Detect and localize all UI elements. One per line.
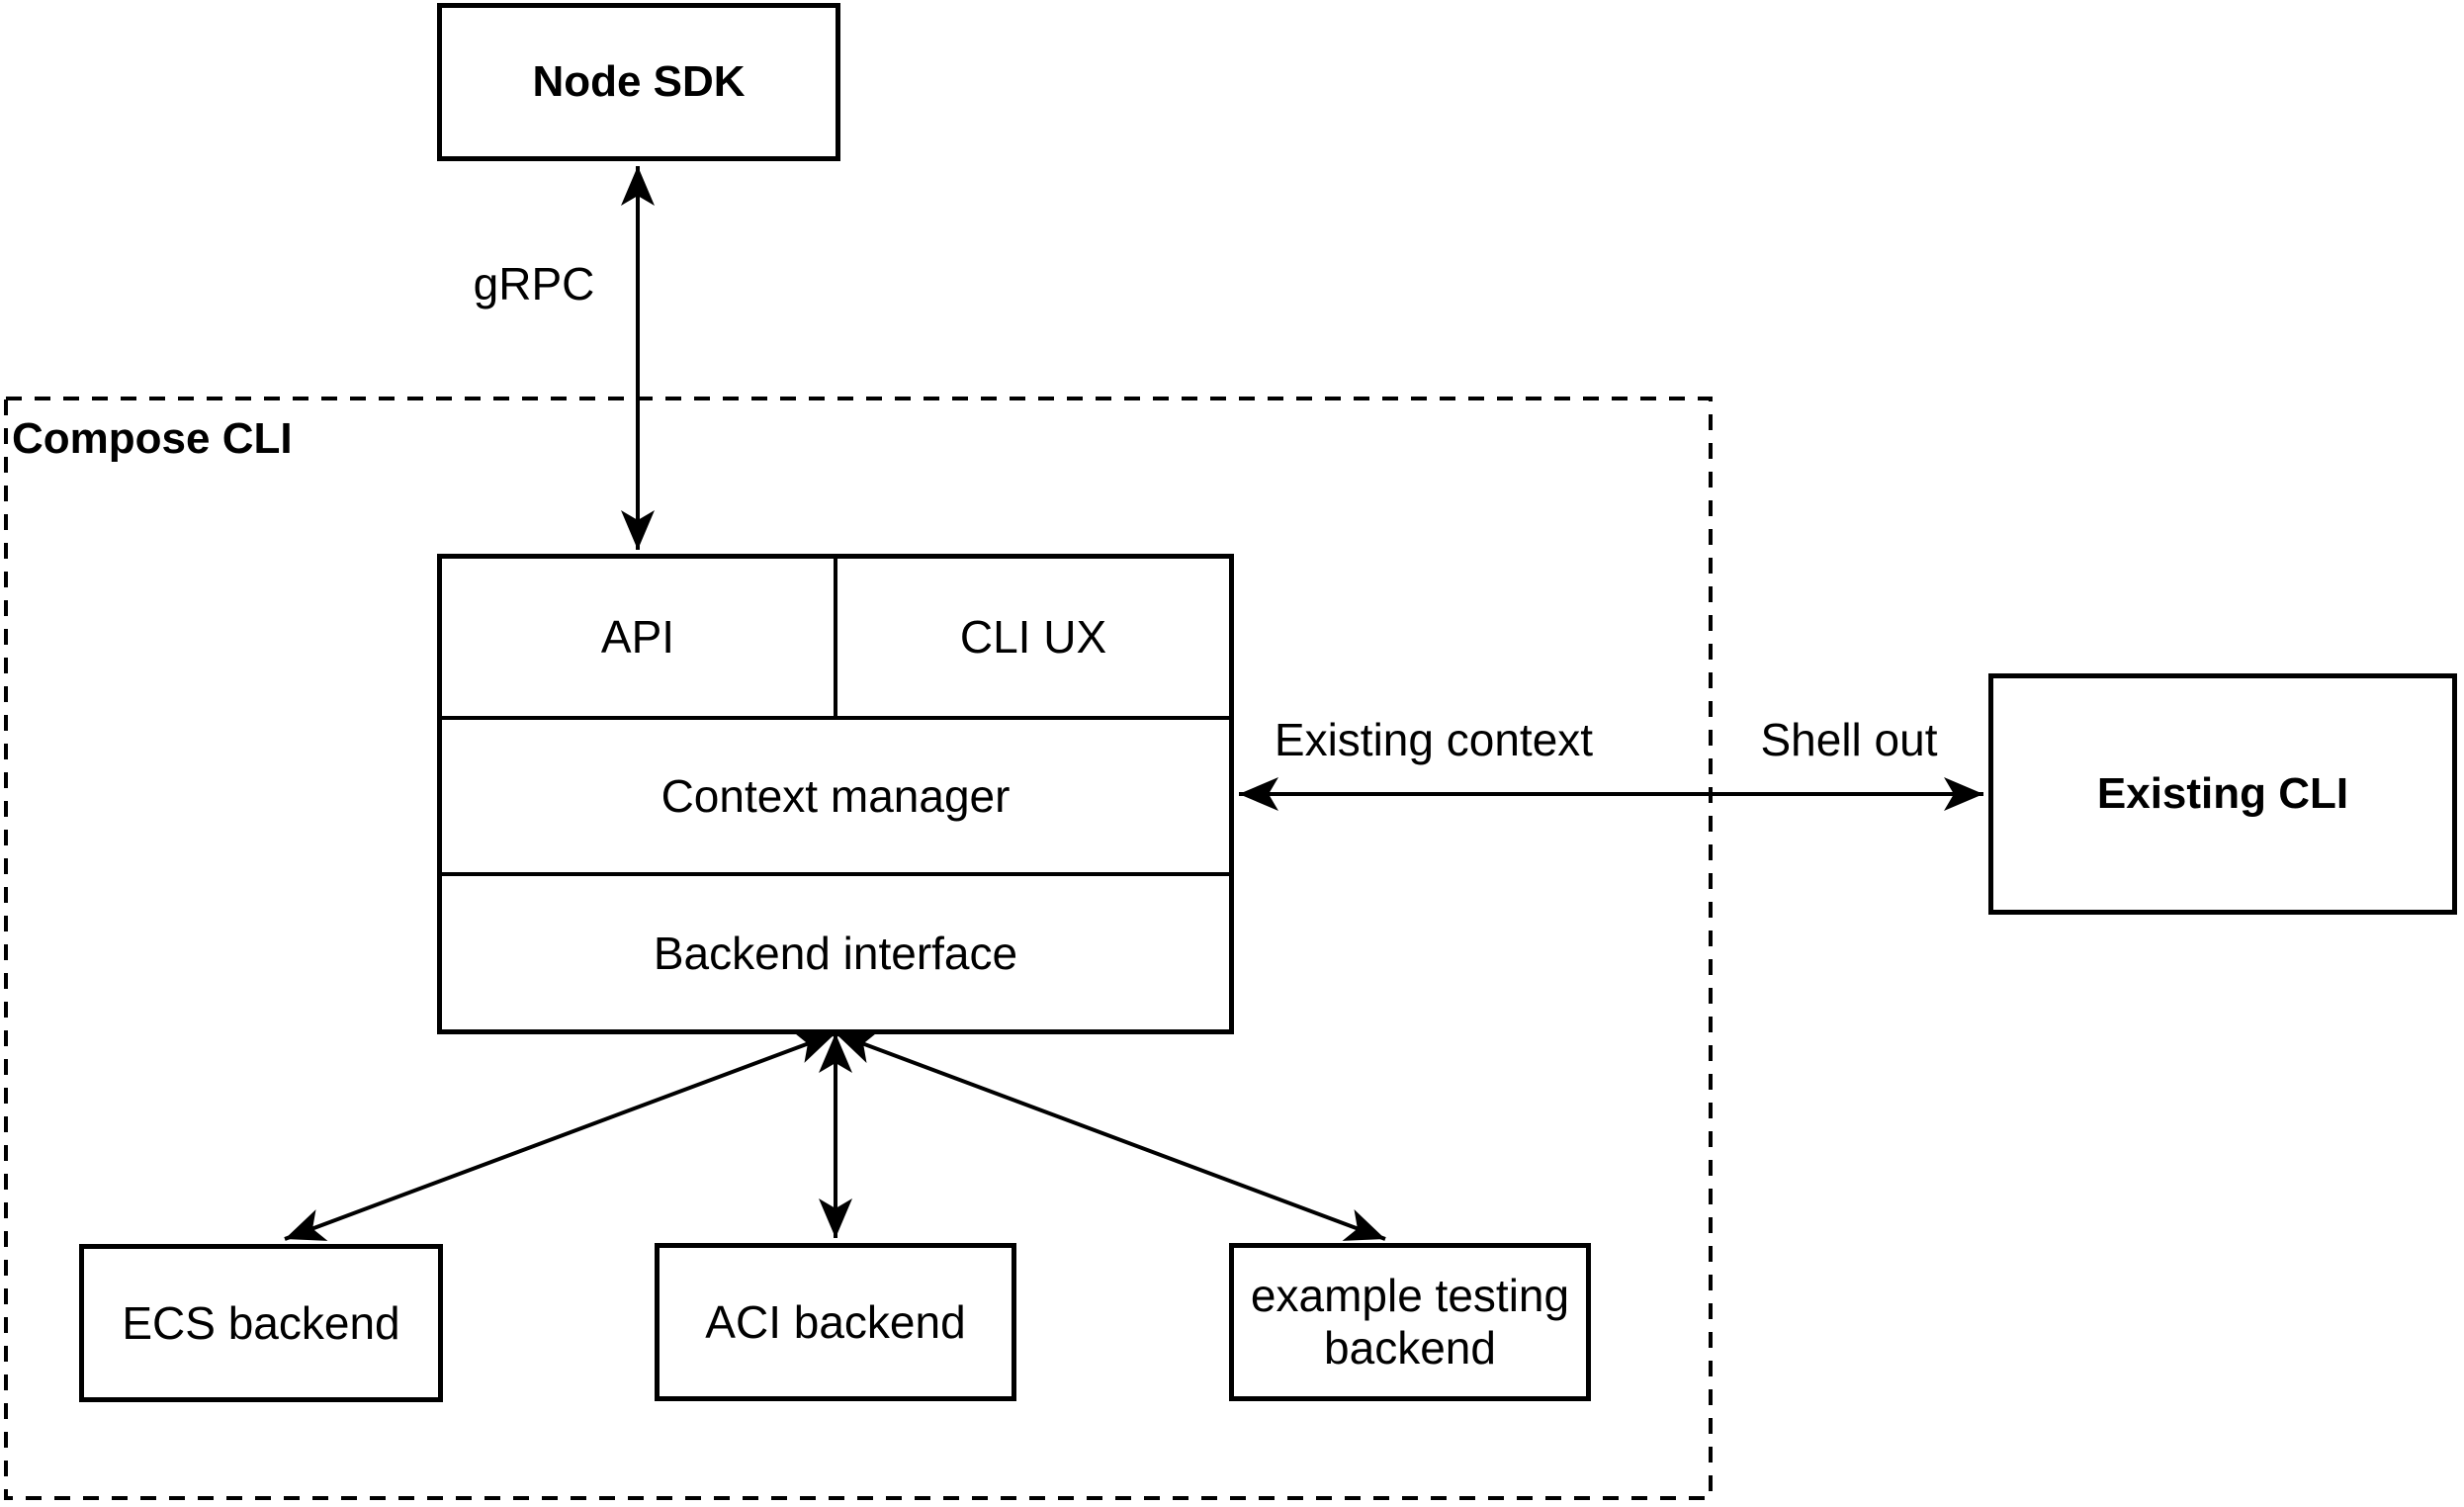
- shell-out-edge-label: Shell out: [1760, 714, 1938, 765]
- api-box: API: [442, 559, 837, 716]
- node-sdk-box: Node SDK: [437, 3, 840, 161]
- existing-context-edge-label: Existing context: [1274, 714, 1594, 765]
- backend-example-arrow: [835, 1031, 1386, 1241]
- grpc-edge-label: gRPC: [473, 258, 595, 310]
- aci-backend-label: ACI backend: [705, 1295, 966, 1348]
- example-testing-backend-box: example testing backend: [1229, 1243, 1591, 1401]
- cli-ux-box: CLI UX: [837, 559, 1229, 716]
- backend-interface-box: Backend interface: [442, 876, 1229, 1029]
- example-testing-backend-label: example testing backend: [1250, 1270, 1570, 1374]
- existing-cli-label: Existing CLI: [2096, 768, 2349, 818]
- existing-cli-box: Existing CLI: [1988, 673, 2457, 915]
- context-manager-row: Context manager: [442, 715, 1229, 873]
- context-manager-box: Context manager: [442, 720, 1229, 873]
- ecs-backend-box: ECS backend: [79, 1244, 443, 1402]
- compose-cli-container-label: Compose CLI: [12, 414, 293, 463]
- cli-ux-label: CLI UX: [959, 611, 1107, 664]
- compose-cli-dashed-border: [4, 397, 1713, 1500]
- ecs-backend-label: ECS backend: [122, 1296, 400, 1349]
- backend-interface-row: Backend interface: [442, 872, 1229, 1029]
- aci-backend-box: ACI backend: [655, 1243, 1016, 1401]
- backend-interface-label: Backend interface: [653, 927, 1018, 979]
- api-label: API: [600, 611, 675, 664]
- compose-cli-stack-box: API CLI UX Context manager Backend inter…: [437, 554, 1234, 1034]
- node-sdk-label: Node SDK: [532, 56, 746, 106]
- context-manager-label: Context manager: [660, 769, 1011, 822]
- stack-top-row: API CLI UX: [442, 559, 1229, 716]
- backend-ecs-arrow: [284, 1031, 836, 1241]
